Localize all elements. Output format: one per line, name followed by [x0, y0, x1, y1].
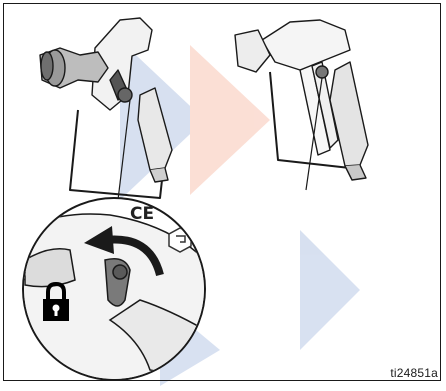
figure-reference-id: ti24851a [390, 366, 438, 380]
spray-gun-left [39, 17, 173, 199]
spray-gun-right [234, 19, 369, 181]
detail-pointer-left [117, 99, 131, 201]
detail-circle-left [22, 197, 206, 381]
figure-frame [3, 3, 441, 381]
curved-arrow-icon [84, 226, 164, 277]
detail-pointer-right [305, 77, 323, 191]
padlock-icon [43, 281, 69, 321]
ce-mark: CE [130, 204, 155, 224]
